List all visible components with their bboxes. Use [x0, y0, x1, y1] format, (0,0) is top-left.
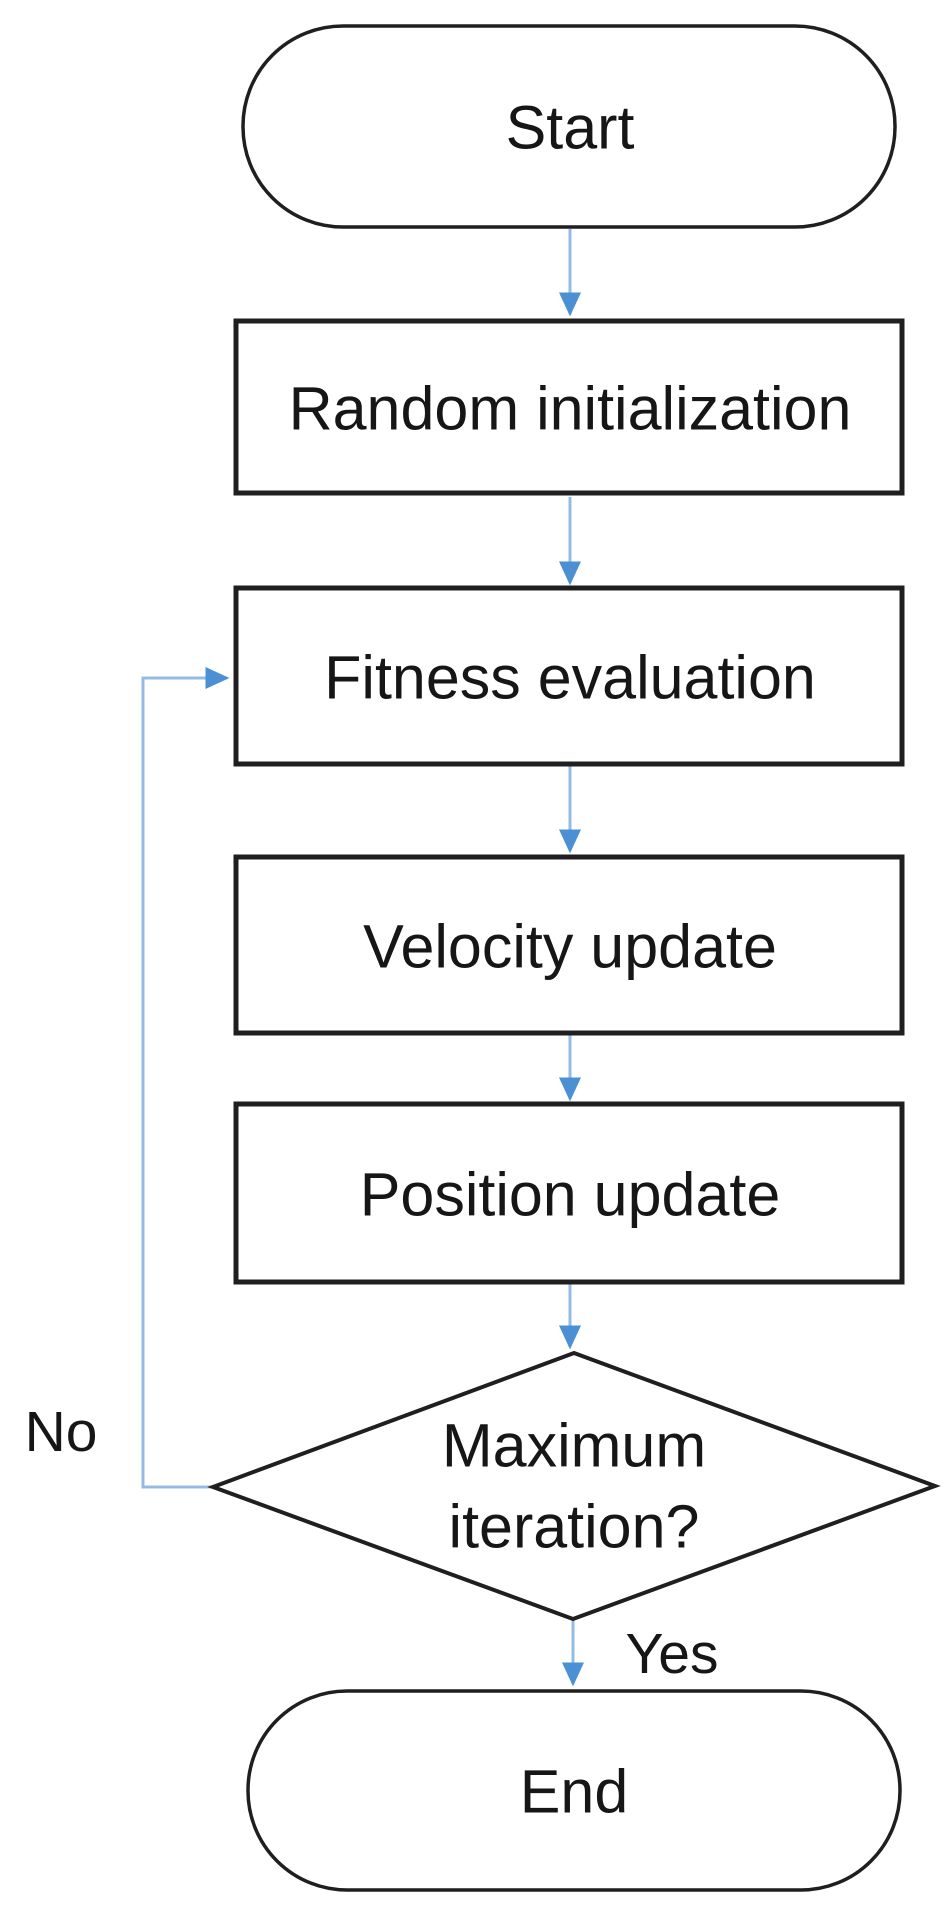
fitness-evaluation-label: Fitness evaluation: [324, 643, 816, 711]
node-end: End: [246, 1689, 902, 1892]
edges: [141, 229, 585, 1687]
start-label: Start: [506, 93, 635, 161]
end-label: End: [520, 1757, 629, 1825]
node-velocity-update: Velocity update: [233, 854, 905, 1036]
position-update-label: Position update: [360, 1160, 781, 1228]
yes-edge-label: Yes: [626, 1622, 719, 1686]
maximum-iteration-diamond-shape: [207, 1350, 941, 1622]
no-edge-label: No: [25, 1400, 98, 1464]
maximum-iteration-label-line1: Maximum: [442, 1411, 706, 1479]
random-initialization-rect-shape: [233, 318, 905, 496]
start-stadium-shape: [241, 24, 897, 229]
node-fitness-evaluation: Fitness evaluation: [233, 585, 905, 767]
maximum-iteration-label-line2: iteration?: [449, 1492, 700, 1560]
velocity-update-label: Velocity update: [363, 912, 777, 980]
node-random-initialization: Random initialization: [233, 318, 905, 496]
node-position-update: Position update: [233, 1101, 905, 1285]
edge-maximum-iteration-to-fitness-evaluation-no-loop: [141, 666, 230, 1489]
fitness-evaluation-rect-shape: [233, 585, 905, 767]
node-maximum-iteration: Maximum iteration?: [207, 1350, 941, 1622]
velocity-update-rect-shape: [233, 854, 905, 1036]
node-start: Start: [241, 24, 897, 229]
random-initialization-label: Random initialization: [289, 374, 852, 442]
end-stadium-shape: [246, 1689, 902, 1892]
position-update-rect-shape: [233, 1101, 905, 1285]
